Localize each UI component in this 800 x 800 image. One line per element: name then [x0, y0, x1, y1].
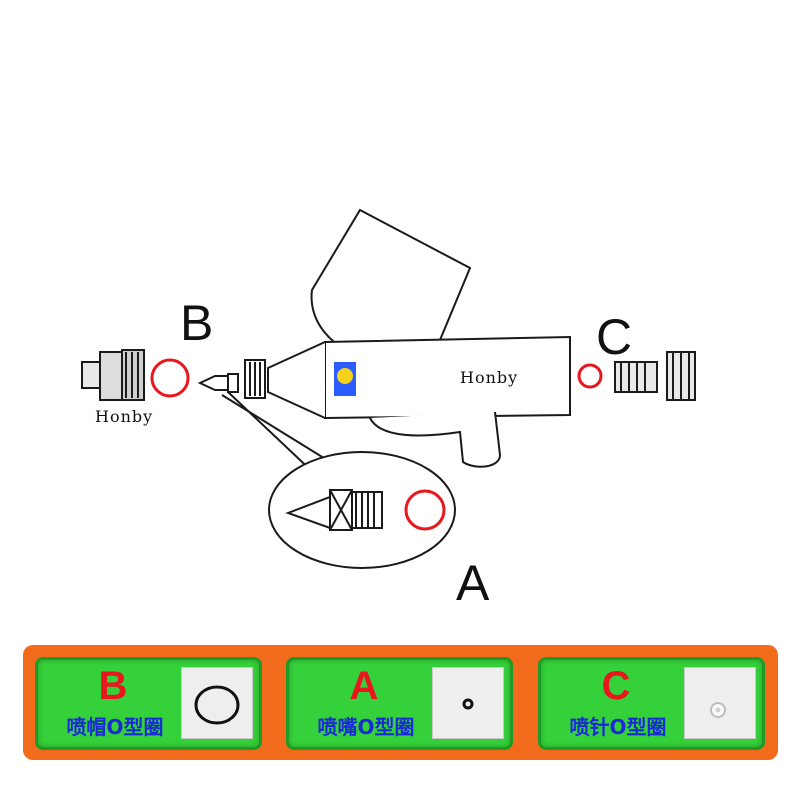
- airbrush-grip: [369, 411, 502, 468]
- legend-card-b: B 喷帽O型圈: [35, 657, 262, 750]
- nozzle-cap-tip: [81, 361, 101, 389]
- legend-name: 喷嘴O型圈: [317, 715, 415, 739]
- o-ring-photo-small-black: [432, 667, 504, 739]
- legend-name: 喷帽O型圈: [66, 715, 164, 739]
- o-ring-photo-large-black: [181, 667, 253, 739]
- diagram-svg: B C A Honby Honby: [81, 208, 696, 611]
- body-cone: [267, 341, 326, 419]
- legend-card-a: A 喷嘴O型圈: [286, 657, 513, 750]
- legend-name: 喷针O型圈: [569, 715, 667, 739]
- callout-line-lower: [227, 391, 319, 478]
- label-b: B: [180, 295, 213, 351]
- brand-body-text: Honby: [460, 368, 518, 387]
- label-c: C: [596, 309, 632, 365]
- legend-card-c: C 喷针O型圈: [538, 657, 765, 750]
- brand-logo: [334, 362, 356, 396]
- o-ring-legend: B 喷帽O型圈 A 喷嘴O型圈 C 喷针O型圈: [23, 645, 778, 760]
- callout-line-upper: [221, 394, 341, 469]
- nozzle-small: [197, 375, 229, 391]
- brand-left-text: Honby: [95, 407, 153, 426]
- nozzle-cap-body: [99, 351, 123, 401]
- o-ring-photo-white: [684, 667, 756, 739]
- o-ring-a: [404, 489, 446, 531]
- airbrush-body: [324, 335, 571, 420]
- legend-letter: B: [98, 664, 128, 708]
- o-ring-c: [577, 363, 603, 389]
- paint-cup: [310, 208, 472, 360]
- o-ring-b: [150, 358, 190, 398]
- legend-letter: A: [349, 664, 379, 708]
- legend-letter: C: [601, 664, 631, 708]
- label-a: A: [456, 555, 490, 611]
